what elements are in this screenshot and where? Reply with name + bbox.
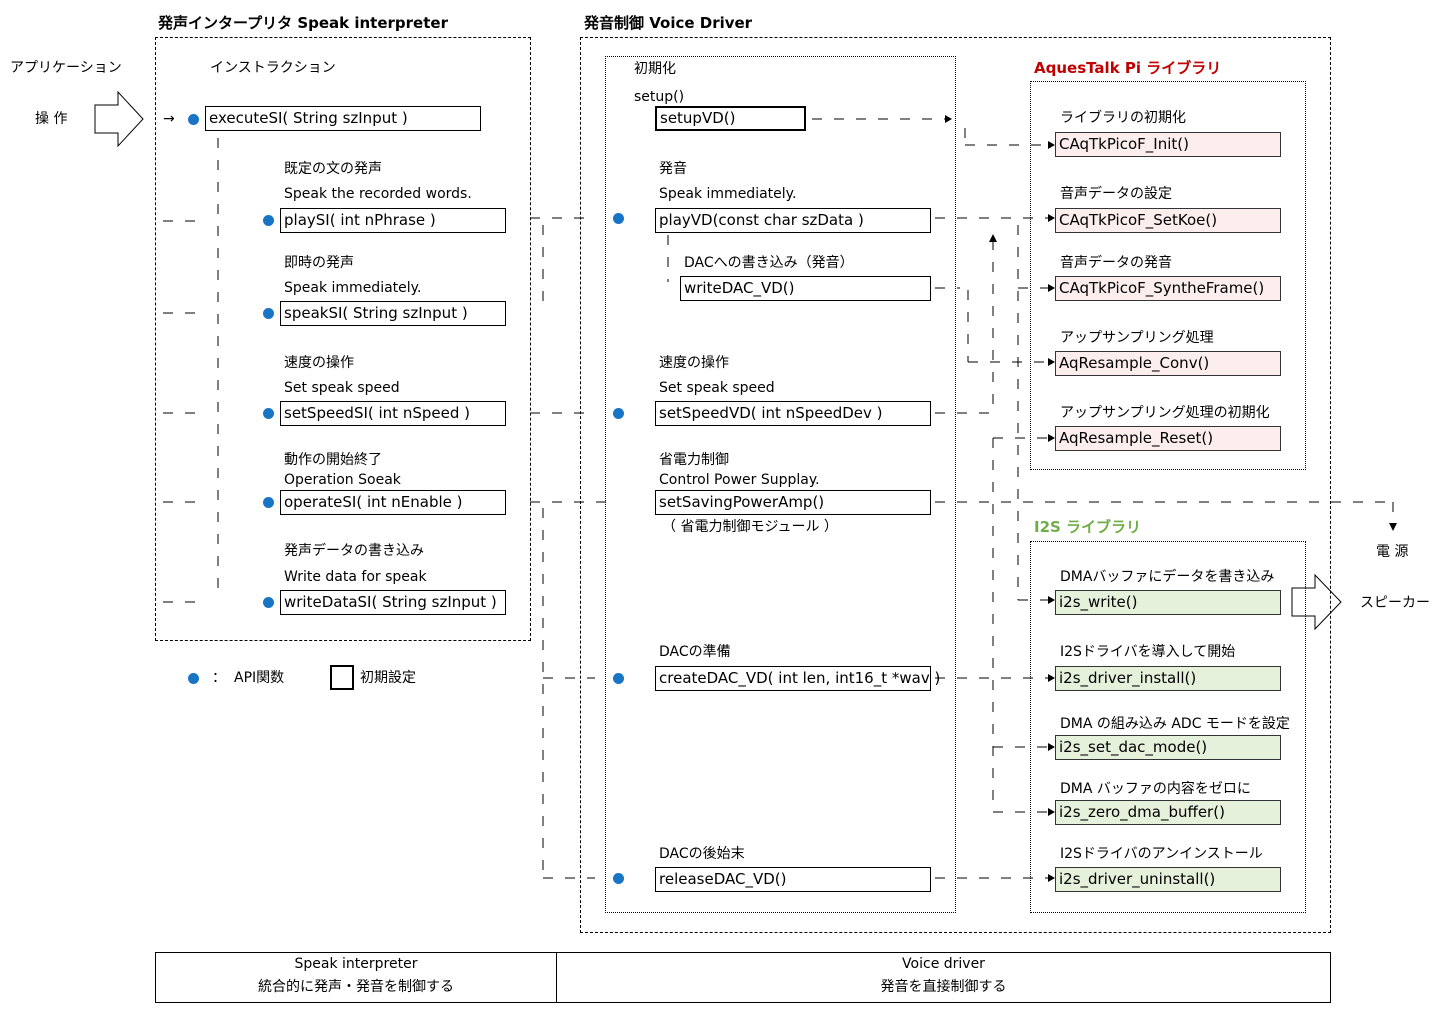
legend-init-box	[330, 665, 354, 690]
i2s-install-jp: I2Sドライバを導入して開始	[1060, 644, 1236, 660]
footer-left-title: Speak interpreter	[294, 956, 418, 972]
api-dot-icon	[188, 114, 199, 125]
legend-api-label: API関数	[234, 670, 285, 686]
play-vd-func[interactable]: playVD(const char szData )	[655, 208, 931, 233]
i2s-write-jp: DMAバッファにデータを書き込み	[1060, 569, 1275, 585]
power-en: Control Power Supplay.	[659, 472, 820, 488]
voice-driver-outer-panel	[580, 37, 1331, 933]
aq-resample-reset-func[interactable]: AqResample_Reset()	[1055, 426, 1281, 451]
operation-label: 操 作	[35, 111, 68, 127]
api-dot-icon	[613, 673, 624, 684]
setup-label: setup()	[634, 89, 685, 105]
instruction-label: インストラクション	[210, 60, 336, 76]
speak-interpreter-panel	[155, 37, 531, 641]
dac-write-jp: DACへの書き込み（発音）	[684, 255, 854, 271]
i2s-uninstall-func[interactable]: i2s_driver_uninstall()	[1055, 867, 1281, 892]
setspeed-vd-func[interactable]: setSpeedVD( int nSpeedDev )	[655, 401, 931, 426]
aq-setkoe-jp: 音声データの設定	[1060, 186, 1172, 202]
application-label: アプリケーション	[10, 60, 122, 76]
i2s-panel	[1030, 541, 1306, 913]
i2s-zero-jp: DMA バッファの内容をゼロに	[1060, 781, 1251, 797]
dac-end-jp: DACの後始末	[659, 846, 745, 862]
i2s-install-func[interactable]: i2s_driver_install()	[1055, 666, 1281, 691]
speak-si-jp: 即時の発声	[284, 255, 354, 271]
writedata-si-func[interactable]: writeDataSI( String szInput )	[280, 590, 506, 615]
play-si-func[interactable]: playSI( int nPhrase )	[280, 208, 506, 233]
speak-interpreter-title: 発声インタープリタ Speak interpreter	[158, 14, 448, 32]
aq-setkoe-func[interactable]: CAqTkPicoF_SetKoe()	[1055, 208, 1281, 233]
api-dot-icon	[263, 408, 274, 419]
footer-right-title: Voice driver	[902, 956, 985, 972]
i2s-zero-func[interactable]: i2s_zero_dma_buffer()	[1055, 800, 1281, 825]
aq-init-jp: ライブラリの初期化	[1060, 110, 1186, 126]
i2s-dac-mode-func[interactable]: i2s_set_dac_mode()	[1055, 735, 1281, 760]
setspeed-vd-en: Set speak speed	[659, 380, 775, 396]
aq-synthe-jp: 音声データの発音	[1060, 255, 1172, 271]
footer-left-cell: Speak interpreter 統合的に発声・発音を制御する	[156, 953, 557, 1002]
footer-right-cell: Voice driver 発音を直接制御する	[557, 953, 1330, 1002]
play-vd-en: Speak immediately.	[659, 186, 797, 202]
play-vd-jp: 発音	[659, 161, 687, 177]
operate-si-jp: 動作の開始終了	[284, 452, 382, 468]
aq-synthe-func[interactable]: CAqTkPicoF_SyntheFrame()	[1055, 276, 1281, 301]
i2s-title: I2S ライブラリ	[1034, 518, 1142, 536]
i2s-uninstall-jp: I2Sドライバのアンインストール	[1060, 846, 1263, 862]
setup-vd-func[interactable]: setupVD()	[655, 106, 806, 131]
setspeed-si-func[interactable]: setSpeedSI( int nSpeed )	[280, 401, 506, 426]
aquestalk-panel	[1030, 81, 1306, 470]
voice-driver-panel	[605, 56, 956, 913]
i2s-dac-mode-jp: DMA の組み込み ADC モードを設定	[1060, 716, 1290, 732]
voice-driver-title: 発音制御 Voice Driver	[584, 14, 753, 32]
setspeed-si-jp: 速度の操作	[284, 355, 354, 371]
init-label: 初期化	[634, 61, 676, 77]
release-dac-vd-func[interactable]: releaseDAC_VD()	[655, 867, 931, 892]
api-dot-icon	[613, 408, 624, 419]
aquestalk-title: AquesTalk Pi ライブラリ	[1034, 59, 1222, 77]
play-si-en: Speak the recorded words.	[284, 186, 472, 202]
power-source-label: 電 源	[1376, 544, 1409, 560]
setspeed-si-en: Set speak speed	[284, 380, 400, 396]
write-dac-vd-func[interactable]: writeDAC_VD()	[680, 276, 931, 301]
api-dot-icon	[613, 873, 624, 884]
legend-init-label: 初期設定	[360, 670, 416, 686]
writedata-si-jp: 発声データの書き込み	[284, 543, 424, 559]
saving-power-amp-func[interactable]: setSavingPowerAmp()	[655, 490, 931, 515]
power-note: （ 省電力制御モジュール ）	[662, 519, 838, 535]
speak-si-en: Speak immediately.	[284, 280, 422, 296]
power-jp: 省電力制御	[659, 452, 729, 468]
create-dac-vd-func[interactable]: createDAC_VD( int len, int16_t *wav )	[655, 666, 940, 691]
api-dot-icon	[613, 213, 624, 224]
footer-right-sub: 発音を直接制御する	[880, 979, 1007, 995]
footer-left-sub: 統合的に発声・発音を制御する	[258, 979, 454, 995]
api-dot-icon	[263, 308, 274, 319]
writedata-si-en: Write data for speak	[284, 569, 427, 585]
legend-separator: ：	[212, 670, 226, 686]
play-si-jp: 既定の文の発声	[284, 161, 382, 177]
dac-prep-jp: DACの準備	[659, 644, 731, 660]
setspeed-vd-jp: 速度の操作	[659, 355, 729, 371]
i2s-write-func[interactable]: i2s_write()	[1055, 590, 1281, 615]
api-dot-icon	[263, 215, 274, 226]
legend-api-dot-icon	[188, 673, 199, 684]
operate-si-en: Operation Soeak	[284, 472, 401, 488]
aq-resample-conv-func[interactable]: AqResample_Conv()	[1055, 351, 1281, 376]
api-dot-icon	[263, 597, 274, 608]
aq-init-func[interactable]: CAqTkPicoF_Init()	[1055, 132, 1281, 157]
execute-si-func[interactable]: executeSI( String szInput )	[205, 106, 481, 131]
footer-table: Speak interpreter 統合的に発声・発音を制御する Voice d…	[155, 952, 1331, 1003]
aq-resample-conv-jp: アップサンプリング処理	[1060, 330, 1214, 346]
operate-si-func[interactable]: operateSI( int nEnable )	[280, 490, 506, 515]
speaker-label: スピーカー	[1360, 595, 1430, 611]
api-dot-icon	[263, 497, 274, 508]
speak-si-func[interactable]: speakSI( String szInput )	[280, 301, 506, 326]
arrow-icon: →	[163, 111, 175, 127]
aq-resample-reset-jp: アップサンプリング処理の初期化	[1060, 405, 1270, 421]
